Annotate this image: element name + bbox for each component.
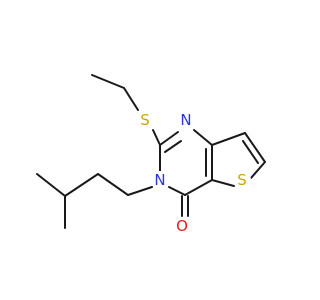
atom-sulfur-ethyl: S (136, 111, 154, 129)
atom-label-n1: N (180, 111, 191, 129)
atoms: S N N S O (136, 111, 251, 235)
bond-c7-c6 (244, 132, 266, 163)
atom-oxygen: O (173, 217, 191, 235)
bond-ethyl-ch2-s (123, 87, 139, 111)
bond-ch-ch3a (36, 173, 66, 197)
molecule-structure: S N N S O (36, 74, 266, 235)
bond-c2-n1-double (164, 140, 182, 153)
atom-nitrogen-3: N (151, 171, 169, 189)
atom-label-n3: N (154, 171, 165, 189)
bond-ch2b-ch (64, 173, 99, 197)
bond-c8a-c7 (211, 132, 246, 146)
atom-sulfur-ring: S (233, 171, 251, 189)
bond-s-c4a (211, 179, 235, 187)
bond-ethyl-ch3-ch2 (91, 74, 125, 89)
bond-ch2a-ch2b (97, 173, 129, 196)
bond-n1-c8a (193, 129, 213, 146)
atom-label-s-ethyl: S (140, 111, 150, 129)
bond-n3-c4 (168, 186, 186, 196)
molecule-canvas: S N N S O (36, 74, 266, 235)
bond-c4-c4a (184, 179, 213, 196)
atom-nitrogen-1: N (177, 111, 195, 129)
bond-s-c2 (152, 129, 161, 146)
bond-c6-s (250, 161, 266, 179)
bonds (36, 74, 266, 229)
bond-c2-n1 (159, 131, 179, 146)
bond-c7-c6-double (242, 140, 259, 164)
atom-label-s-ring: S (237, 171, 247, 189)
atom-label-o: O (176, 217, 188, 235)
bond-n3-ch2a (127, 186, 153, 196)
